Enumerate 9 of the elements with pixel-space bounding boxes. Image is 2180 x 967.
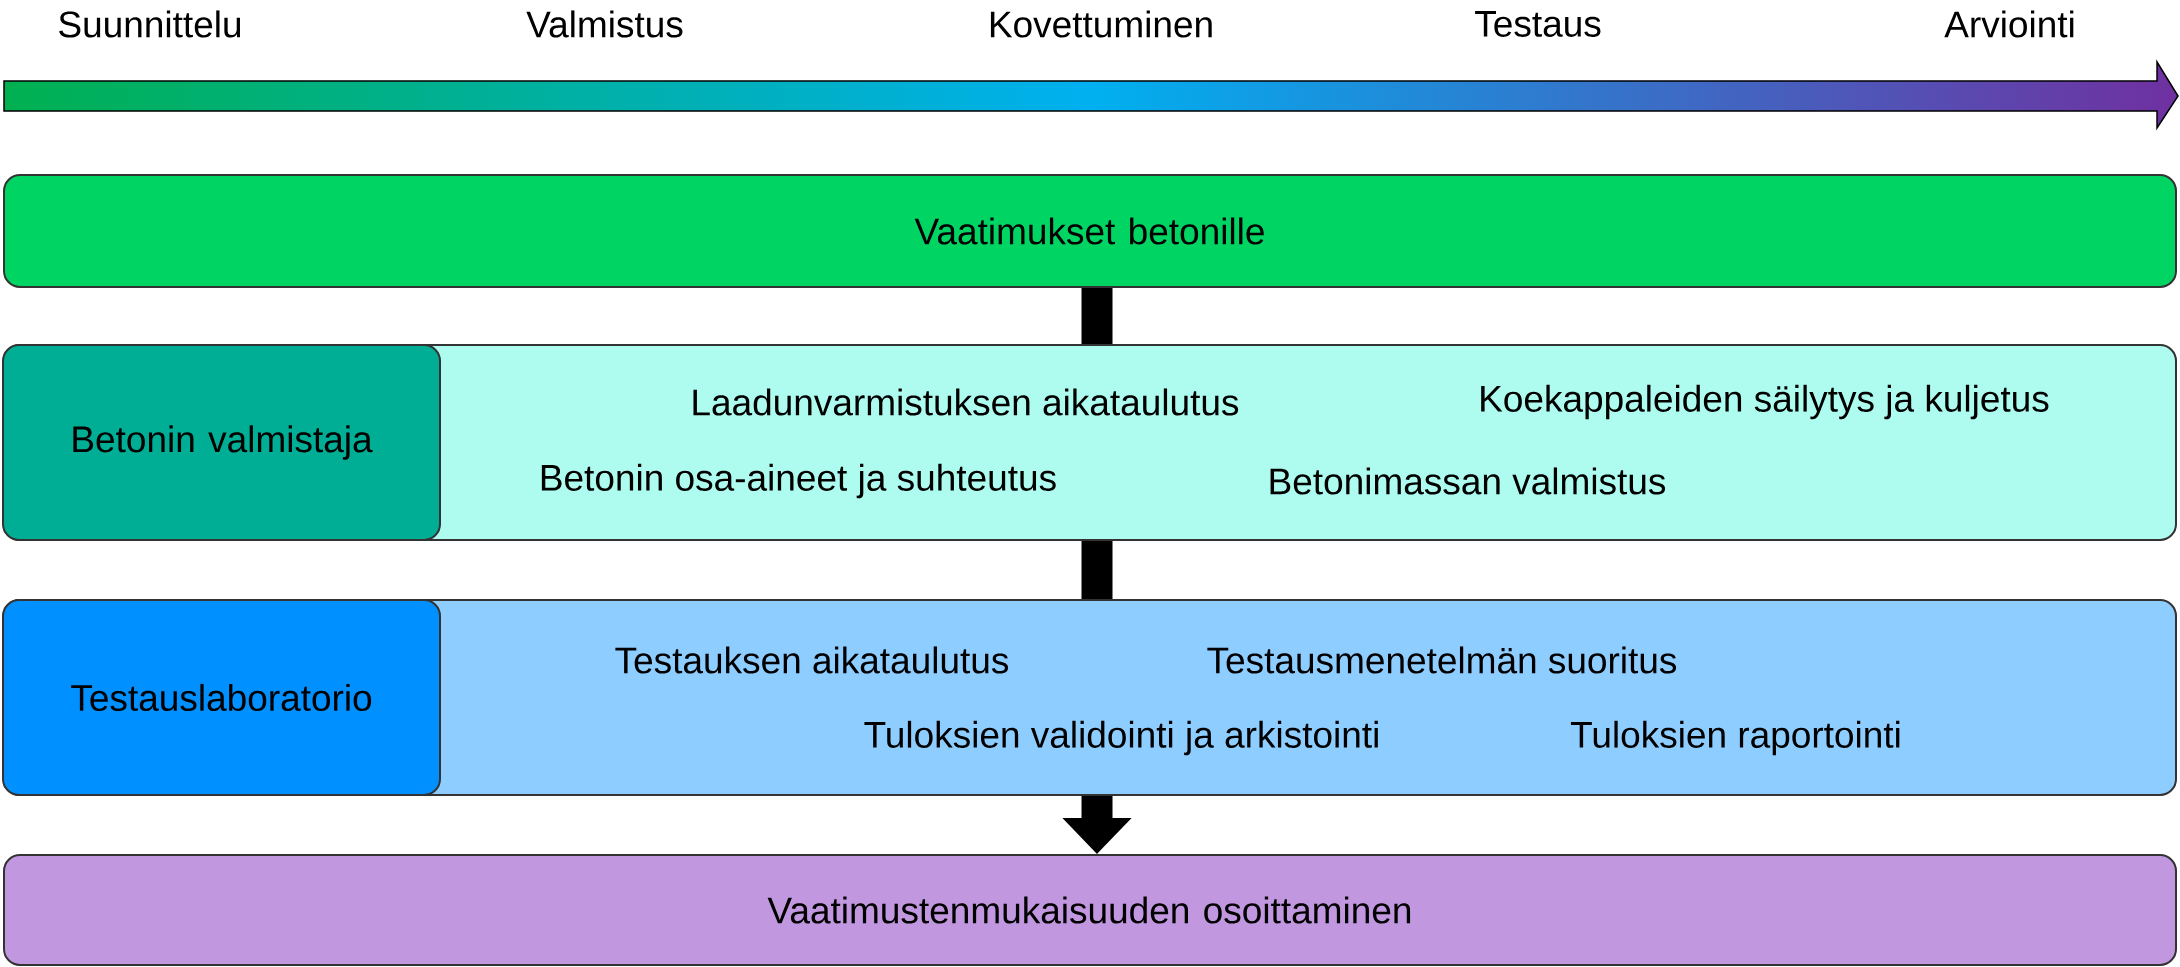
phase-label: Testaus — [1475, 11, 1601, 37]
phase-label: Suunnittelu — [59, 10, 241, 38]
phase-label: Valmistus — [526, 10, 683, 38]
process-box: Vaatimustenmukaisuuden osoittaminen — [3, 854, 2177, 966]
phase-label: Arviointi — [1944, 10, 2074, 38]
process-box: Vaatimukset betonille — [3, 174, 2177, 288]
phase-label: Kovettuminen — [990, 10, 1212, 38]
role-box: Betonin valmistaja — [2, 344, 441, 541]
role-box: Testauslaboratorio — [2, 599, 441, 796]
